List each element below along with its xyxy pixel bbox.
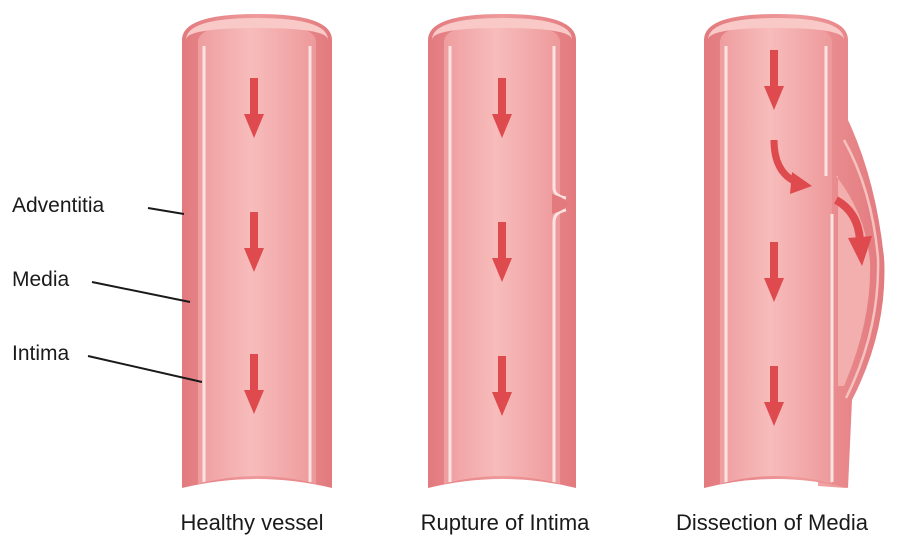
leader-line-media (92, 282, 190, 302)
label-media: Media (12, 268, 70, 291)
caption-healthy-vessel: Healthy vessel (180, 510, 323, 535)
dissection-vessel (704, 14, 884, 488)
caption-dissection-of-media: Dissection of Media (676, 510, 869, 535)
rupture-vessel (428, 14, 576, 488)
healthy-vessel (182, 14, 332, 488)
label-adventitia: Adventitia (12, 194, 105, 217)
caption-rupture-of-intima: Rupture of Intima (421, 510, 591, 535)
leader-line-adventitia (148, 208, 184, 214)
label-intima: Intima (12, 342, 70, 365)
